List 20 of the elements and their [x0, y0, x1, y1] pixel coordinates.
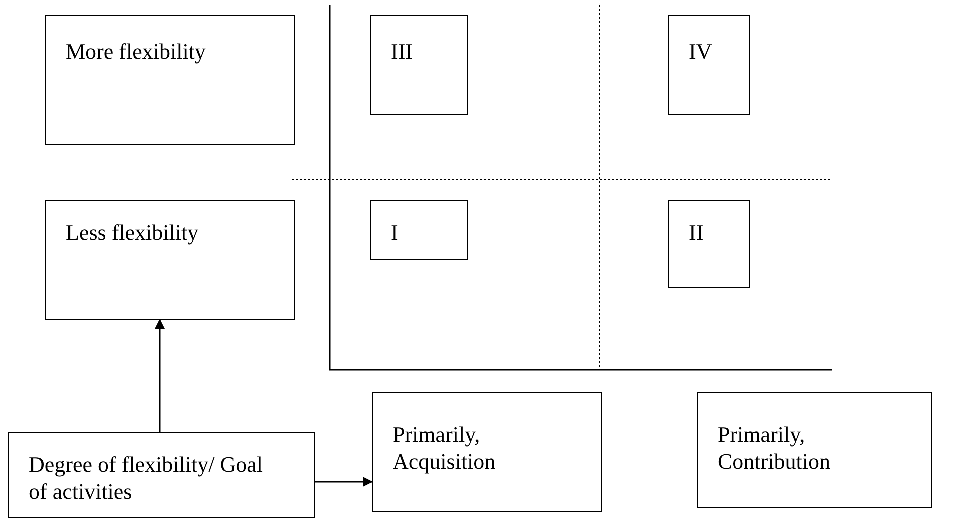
box-label: Primarily, Contribution	[718, 421, 832, 475]
arrow	[315, 477, 373, 487]
quadrant-box	[370, 15, 468, 115]
column-label-box	[697, 392, 932, 508]
row-label-box	[45, 15, 295, 145]
box-label: II	[689, 219, 705, 246]
quadrant-box	[668, 200, 750, 288]
box-label: Primarily, Acquisition	[393, 421, 497, 475]
arrow	[155, 319, 165, 432]
box-label: IV	[689, 38, 714, 65]
box-label: Degree of flexibility/ Goal of activities	[29, 451, 264, 505]
box-label: I	[391, 219, 400, 246]
box-label: More flexibility	[66, 38, 207, 65]
quadrant-box	[370, 200, 468, 260]
box-label: III	[391, 38, 414, 65]
column-label-box	[372, 392, 602, 512]
quadrant-box	[668, 15, 750, 115]
box-label: Less flexibility	[66, 219, 200, 246]
axis-label-box	[8, 432, 315, 518]
row-label-box	[45, 200, 295, 320]
